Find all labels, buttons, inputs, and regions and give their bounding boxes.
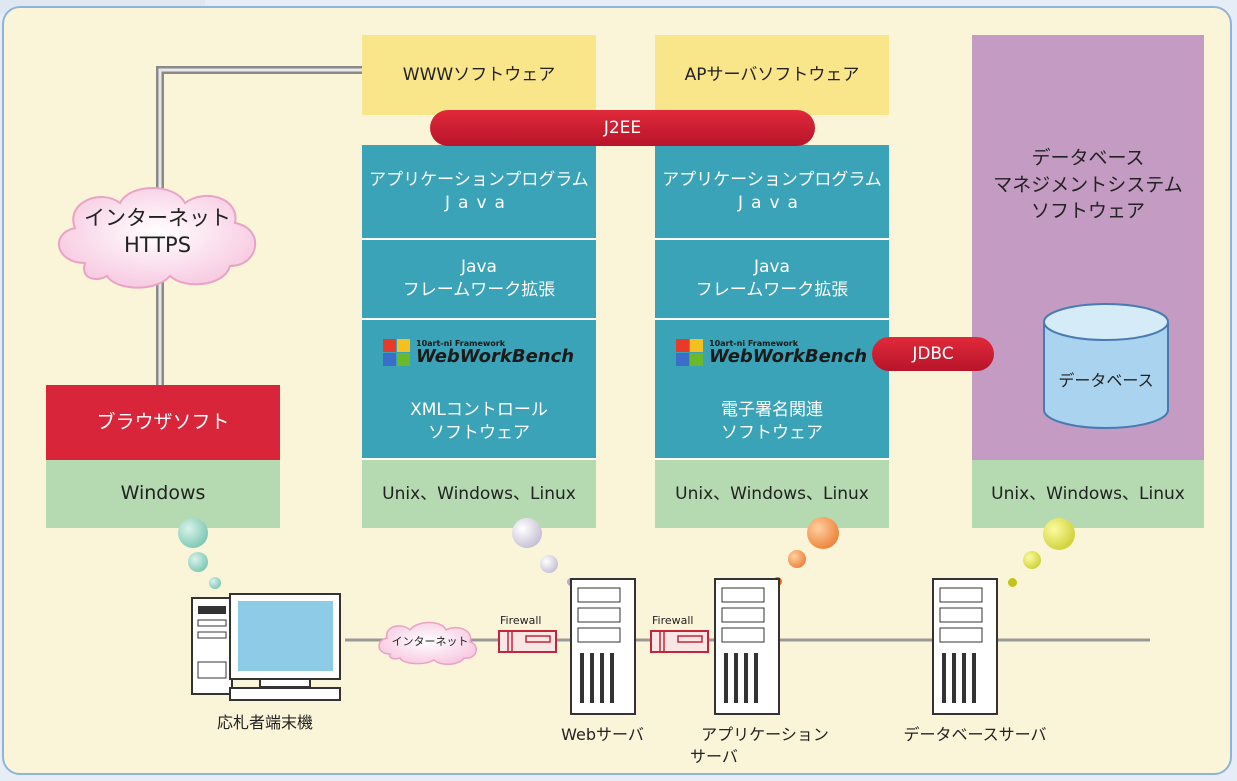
dbms-line3: ソフトウェア: [1030, 200, 1145, 223]
web-bubble-2: [540, 555, 558, 573]
ap-framework-logo: WebWorkBench: [709, 346, 868, 367]
jdbc-pill: JDBC: [872, 337, 994, 371]
esig-line1: 電子署名関連: [721, 399, 823, 420]
ap-bubble-2: [788, 550, 806, 568]
db-os-box: Unix、Windows、Linux: [972, 460, 1204, 528]
db-server-icon: [932, 578, 998, 715]
db-bubble-2: [1023, 551, 1041, 569]
ap-framework-small: 10art-ni Framework: [709, 339, 799, 348]
database-label: データベース: [1058, 371, 1154, 390]
db-bubble-1: [1043, 518, 1075, 550]
web-framework-small: 10art-ni Framework: [416, 339, 506, 348]
small-internet-cloud-icon: [378, 621, 477, 665]
internet-cloud-line2: HTTPS: [123, 233, 192, 258]
web-java-ext-box: Java フレームワーク拡張: [362, 240, 596, 320]
web-server-label: Webサーバ: [561, 725, 644, 744]
internet-cloud-icon: [58, 187, 256, 289]
dbms-line1: データベース: [1031, 147, 1145, 169]
web-framework-logo: WebWorkBench: [416, 346, 575, 367]
web-bubble-1: [512, 518, 542, 548]
app-server-line2: サーバ: [690, 747, 738, 767]
app-server-icon: [714, 578, 780, 715]
firewall1-icon: [498, 630, 557, 653]
database-cylinder-icon: [1043, 303, 1169, 429]
web-ext-line2: フレームワーク拡張: [402, 280, 556, 300]
web-app-line1: アプリケーションプログラム: [369, 169, 589, 190]
app-server-label: アプリケーション サーバ: [690, 724, 840, 769]
ap-os-box: Unix、Windows、Linux: [655, 460, 889, 528]
firewall2-label: Firewall: [652, 614, 694, 627]
ap-ext-line1: Java: [754, 257, 790, 278]
client-os-box: Windows: [46, 460, 280, 528]
ap-server-software-box: APサーバソフトウェア: [655, 35, 889, 115]
www-software-box: WWWソフトウェア: [362, 35, 596, 115]
webworkbench-cube-icon: [676, 339, 703, 366]
client-computer-icon: [191, 593, 341, 701]
ap-bubble-1: [807, 517, 839, 549]
client-machine-label: 応札者端末機: [216, 713, 313, 732]
dbms-line2: マネジメントシステム: [993, 173, 1183, 196]
client-bubble-1: [178, 518, 208, 548]
e-signature-box: 電子署名関連 ソフトウェア: [655, 385, 889, 460]
browser-software-box: ブラウザソフト: [46, 385, 280, 460]
internet-cloud-label: インターネット HTTPS: [70, 205, 245, 260]
xml-line1: XMLコントロール: [410, 399, 548, 420]
ap-ext-line2: フレームワーク拡張: [695, 280, 849, 300]
ap-app-program-box: アプリケーションプログラム Java: [655, 145, 889, 240]
db-server-label: データベースサーバ: [903, 725, 1047, 744]
firewall1-label: Firewall: [500, 614, 542, 627]
ap-app-line2: Java: [738, 192, 806, 213]
web-app-line2: Java: [445, 192, 513, 213]
xml-line2: ソフトウェア: [428, 422, 530, 443]
small-internet-label: インターネット: [391, 635, 469, 648]
app-server-line1: アプリケーション: [701, 725, 829, 744]
webworkbench-cube-icon: [383, 339, 410, 366]
ap-framework-box: 10art-ni Framework WebWorkBench: [655, 320, 889, 387]
db-bubble-3: [1008, 578, 1017, 587]
web-ext-line1: Java: [461, 257, 497, 278]
client-bubble-3: [209, 577, 221, 589]
dbms-title: データベース マネジメントシステム ソフトウェア: [993, 145, 1182, 225]
web-framework-box: 10art-ni Framework WebWorkBench: [362, 320, 596, 387]
web-server-icon: [570, 578, 636, 715]
ap-java-ext-box: Java フレームワーク拡張: [655, 240, 889, 320]
ap-app-line1: アプリケーションプログラム: [662, 169, 882, 190]
xml-control-box: XMLコントロール ソフトウェア: [362, 385, 596, 460]
web-os-box: Unix、Windows、Linux: [362, 460, 596, 528]
client-bubble-2: [188, 552, 208, 572]
web-app-program-box: アプリケーションプログラム Java: [362, 145, 596, 240]
esig-line2: ソフトウェア: [721, 422, 823, 443]
j2ee-pill: J2EE: [430, 110, 815, 146]
internet-cloud-line1: インターネット: [84, 206, 231, 230]
firewall2-icon: [650, 630, 709, 653]
